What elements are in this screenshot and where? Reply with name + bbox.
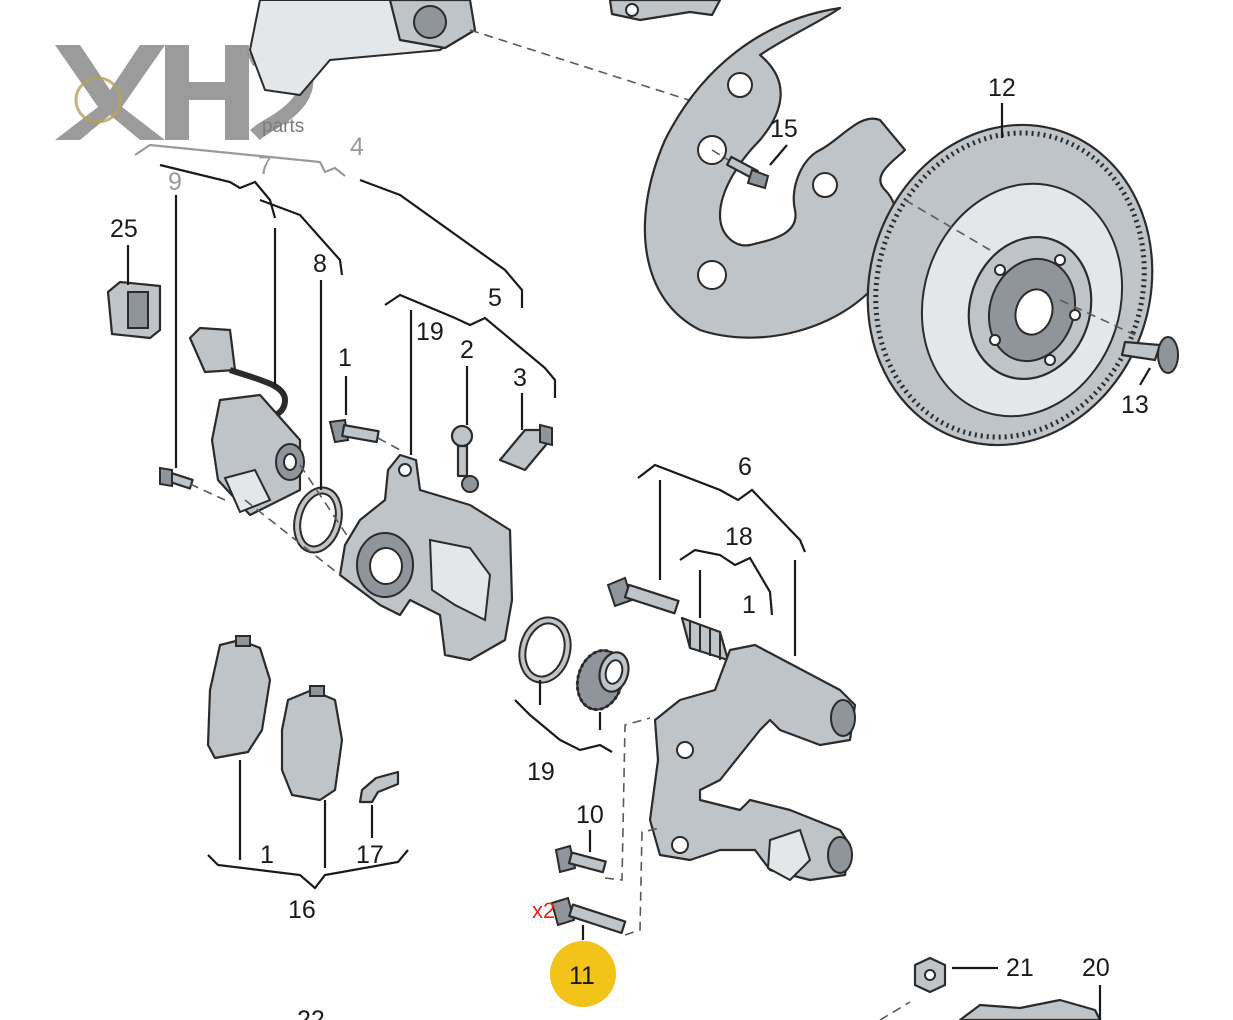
- bolt-11: [550, 896, 627, 935]
- callout-11-highlight: [550, 941, 616, 1007]
- label-19-upper: 19: [416, 318, 444, 346]
- leader-lines: [126, 103, 1151, 1020]
- guide-boot-18: [680, 616, 730, 662]
- brake-caliper-housing: [244, 453, 514, 662]
- label-1-pads: 1: [260, 841, 274, 869]
- label-12: 12: [988, 74, 1016, 102]
- brake-pad-inner: [280, 685, 344, 802]
- label-1-upper: 1: [338, 344, 352, 372]
- label-18: 18: [725, 523, 753, 551]
- part-20-partial: [958, 998, 1102, 1020]
- nut-21: [913, 956, 947, 994]
- guide-pin-bolt: [606, 576, 680, 615]
- bolt-9: [159, 466, 226, 501]
- brake-pad-outer: [206, 635, 272, 760]
- label-5: 5: [488, 284, 502, 312]
- wheel-hub-knuckle: [248, 0, 722, 111]
- label-25: 25: [110, 215, 138, 243]
- label-16: 16: [288, 896, 316, 924]
- label-17: 17: [356, 841, 384, 869]
- label-20: 20: [1082, 954, 1110, 982]
- disc-screw-13: [1120, 336, 1179, 374]
- bolt-10: [554, 844, 607, 874]
- pad-clip-17: [358, 770, 400, 804]
- label-10: 10: [576, 801, 604, 829]
- quantity-x2: x2: [532, 898, 555, 923]
- dash-bottom: [879, 1001, 911, 1020]
- label-7: 7: [258, 152, 272, 180]
- label-15: 15: [770, 115, 798, 143]
- label-6: 6: [738, 453, 752, 481]
- bolt-1-upper: [328, 418, 401, 451]
- part-number-labels: 12 15 13 25 9 7 4 8 5 1 19 2 3 6 18 1 19…: [110, 74, 1149, 1020]
- seal-ring-8: [293, 486, 343, 554]
- label-21: 21: [1006, 954, 1034, 982]
- bolt-11-leader: [624, 827, 661, 936]
- label-19-lower: 19: [527, 758, 555, 786]
- brake-disc: [866, 123, 1154, 447]
- label-9: 9: [168, 168, 182, 196]
- label-4: 4: [350, 133, 364, 161]
- cap-25: [106, 280, 162, 340]
- parking-brake-motor: [188, 326, 305, 517]
- label-3: 3: [513, 364, 527, 392]
- bolt-10-leader: [604, 717, 651, 881]
- bracket-lines: [134, 143, 807, 890]
- bleed-valve-2: [450, 424, 479, 493]
- label-22: 22: [297, 1006, 325, 1020]
- bolt-15: [711, 149, 770, 190]
- piston-seal-19: [518, 616, 630, 712]
- label-13: 13: [1121, 391, 1149, 419]
- logo-suffix: parts: [262, 116, 304, 137]
- caliper-carrier: [648, 643, 857, 882]
- bleed-screw-3: [498, 423, 553, 472]
- label-8: 8: [313, 250, 327, 278]
- label-2: 2: [460, 336, 474, 364]
- brake-dust-shield: [643, 6, 907, 339]
- label-1-right: 1: [742, 591, 756, 619]
- label-11: 11: [569, 962, 595, 990]
